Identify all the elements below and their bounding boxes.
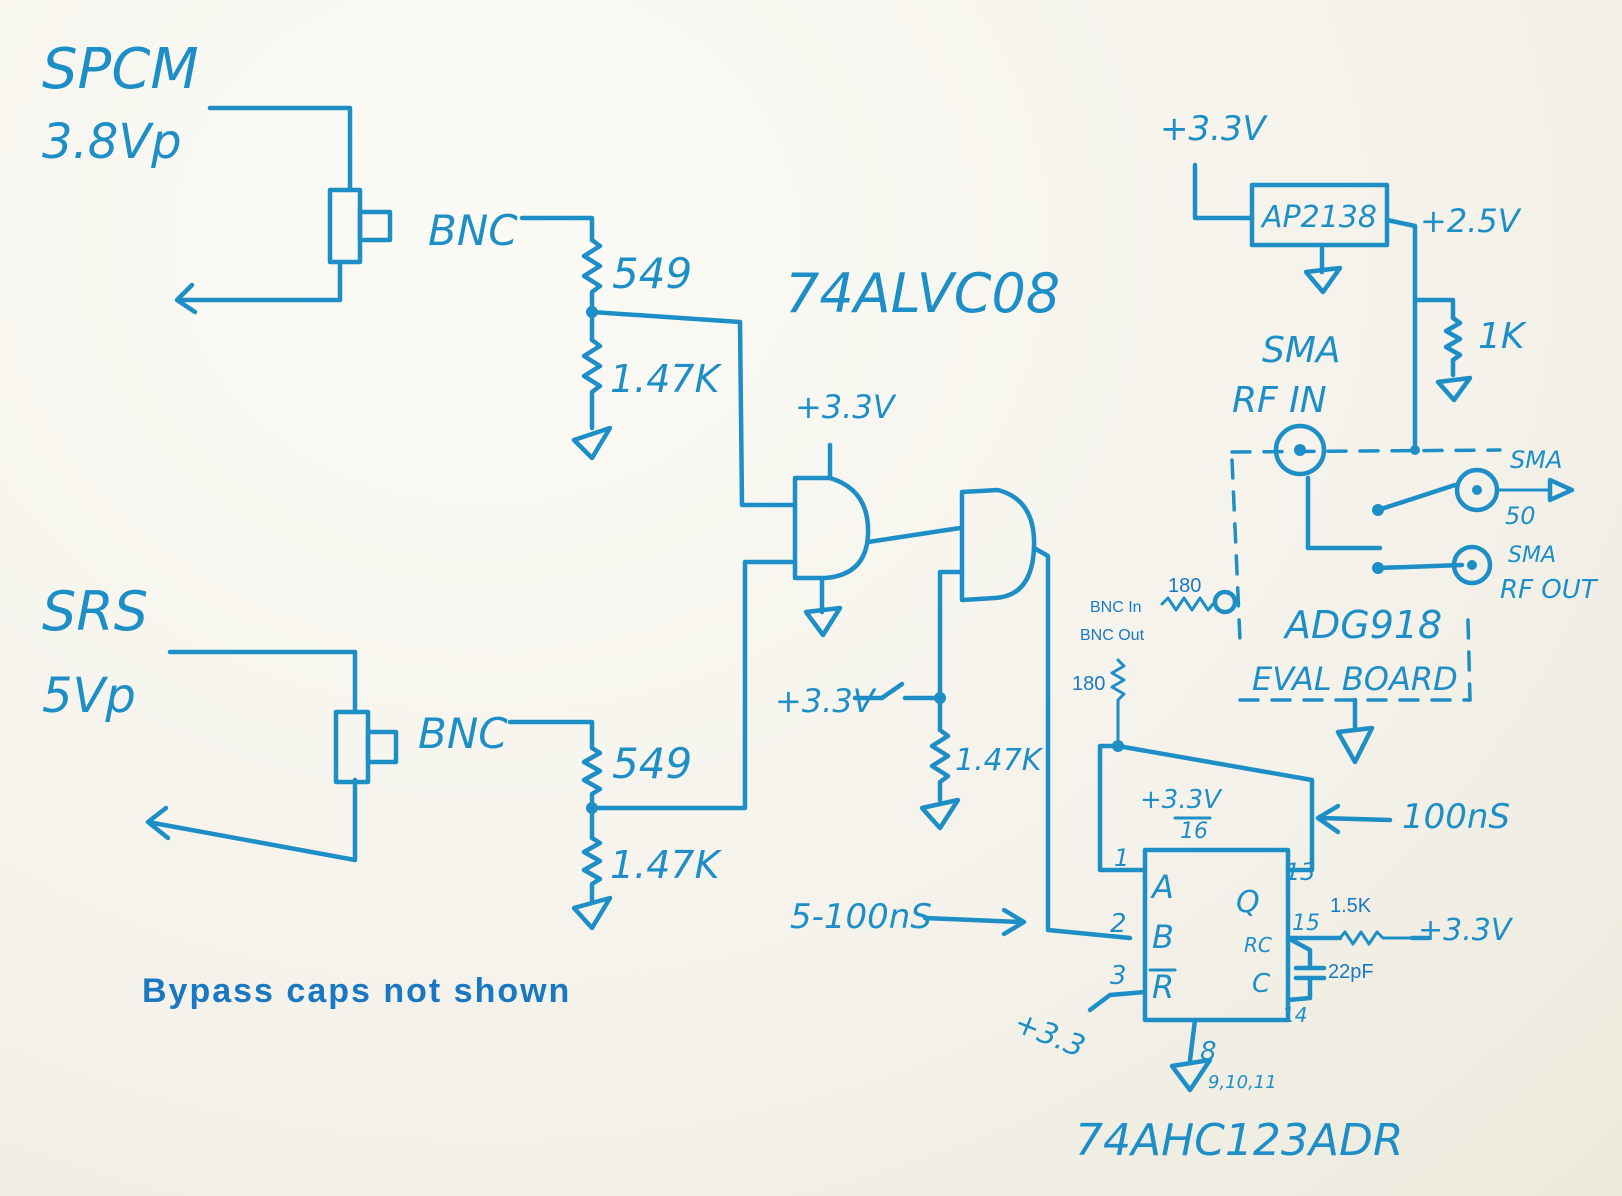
bnc-label-bottom: BNC bbox=[418, 709, 508, 758]
pin13-label: 13 bbox=[1285, 858, 1316, 886]
oneshot-ground bbox=[1169, 1017, 1213, 1093]
r180-output-branch bbox=[1097, 658, 1315, 873]
bnc-connector-top bbox=[327, 187, 393, 265]
eval-board-label-2: EVAL BOARD bbox=[1252, 660, 1458, 698]
reg-vin-label: +3.3V bbox=[1160, 109, 1269, 149]
r147k-top-label: 1.47K bbox=[610, 357, 723, 401]
and-gate-chip-label: 74ALVC08 bbox=[785, 262, 1060, 325]
input-b-label: B bbox=[1152, 918, 1174, 956]
pin8-label: 8 bbox=[1200, 1037, 1217, 1067]
srs-title: SRS bbox=[42, 580, 148, 643]
input-a-label: A bbox=[1150, 868, 1174, 906]
bnc-in-connector bbox=[1160, 589, 1238, 615]
oneshot-100ns-arrow bbox=[1315, 803, 1393, 835]
sma-rf-in-label-1: SMA bbox=[1262, 330, 1341, 371]
sma-rf-out-connector bbox=[1451, 544, 1493, 586]
bnc-in-label: BNC In bbox=[1090, 599, 1142, 616]
r1-5k-label: 1.5K bbox=[1330, 895, 1372, 917]
pullup-vcc-label: +3.3V bbox=[775, 682, 877, 720]
and-gate-1 bbox=[792, 442, 963, 638]
pulse-5-100ns-arrow bbox=[922, 907, 1027, 937]
sma-rf-in-label-2: RF IN bbox=[1232, 380, 1327, 421]
pin16-label: 16 bbox=[1180, 819, 1208, 844]
bypass-caps-note: Bypass caps not shown bbox=[142, 972, 571, 1010]
bnc-label-top: BNC bbox=[428, 206, 518, 255]
rc-pin-label: RC bbox=[1244, 933, 1272, 957]
pin2-label: 2 bbox=[1110, 909, 1127, 939]
r549-top-label: 549 bbox=[612, 249, 692, 298]
sma-rf-out-label-1: SMA bbox=[1508, 543, 1556, 568]
srs-voltage: 5Vp bbox=[42, 668, 136, 724]
pin15-label: 15 bbox=[1292, 911, 1320, 936]
sma-rf-in-connector bbox=[1273, 423, 1465, 574]
pulse-5-100ns-label: 5-100nS bbox=[790, 897, 932, 937]
pullup-branch bbox=[852, 681, 961, 831]
r549-bottom-label: 549 bbox=[612, 739, 692, 788]
output-q-label: Q bbox=[1236, 885, 1260, 920]
sma-rf-out-label-2: RF OUT bbox=[1500, 575, 1599, 605]
bnc-out-label: BNC Out bbox=[1080, 627, 1145, 644]
input-r-label: R bbox=[1152, 968, 1174, 1006]
r180-top-label: 180 bbox=[1168, 575, 1201, 597]
spcm-input-cable bbox=[174, 105, 353, 315]
clr-tie-label: +3.3 bbox=[1009, 1005, 1090, 1065]
spcm-title: SPCM bbox=[42, 37, 199, 102]
pulse-100ns-label: 100nS bbox=[1402, 797, 1510, 837]
oneshot-chip bbox=[1142, 847, 1291, 1023]
clear-input-tie bbox=[1087, 989, 1148, 1013]
reg-vout-label: +2.5V bbox=[1420, 202, 1522, 240]
bnc-connector-bottom bbox=[333, 709, 399, 785]
divider-bottom bbox=[507, 559, 798, 931]
regulator-label: AP2138 bbox=[1260, 200, 1377, 235]
rc-vcc-label: +3.3V bbox=[1418, 913, 1514, 948]
timing-rc bbox=[1285, 930, 1431, 1003]
gate-vcc-label: +3.3V bbox=[795, 388, 897, 426]
pin14-label: 14 bbox=[1282, 1003, 1307, 1027]
r180-left-label: 180 bbox=[1072, 673, 1105, 695]
oneshot-chip-label: 74AHC123ADR bbox=[1075, 1115, 1403, 1166]
r1k-label: 1K bbox=[1478, 316, 1527, 357]
eval-board-ground bbox=[1335, 697, 1375, 765]
eval-board-label-1: ADG918 bbox=[1282, 603, 1442, 647]
r147k-mid-label: 1.47K bbox=[955, 743, 1044, 778]
pin1-label: 1 bbox=[1114, 844, 1129, 872]
srs-input-cable bbox=[145, 649, 358, 863]
spcm-voltage: 3.8Vp bbox=[42, 114, 182, 170]
oneshot-vcc-label: +3.3V bbox=[1140, 785, 1223, 815]
divider-top bbox=[519, 215, 798, 508]
gnd-pins-label: 9,10,11 bbox=[1208, 1072, 1277, 1093]
and-gate-2 bbox=[937, 487, 1133, 941]
c-pin-label: C bbox=[1252, 969, 1271, 999]
pin3-label: 3 bbox=[1110, 961, 1127, 991]
r147k-bottom-label: 1.47K bbox=[610, 843, 723, 887]
cap-22pf-label: 22pF bbox=[1328, 961, 1374, 983]
sma-50-connector bbox=[1454, 467, 1575, 513]
sma-50-label-1: SMA bbox=[1510, 446, 1562, 474]
sma-50-label-2: 50 bbox=[1505, 502, 1536, 530]
regulator bbox=[1192, 162, 1473, 453]
